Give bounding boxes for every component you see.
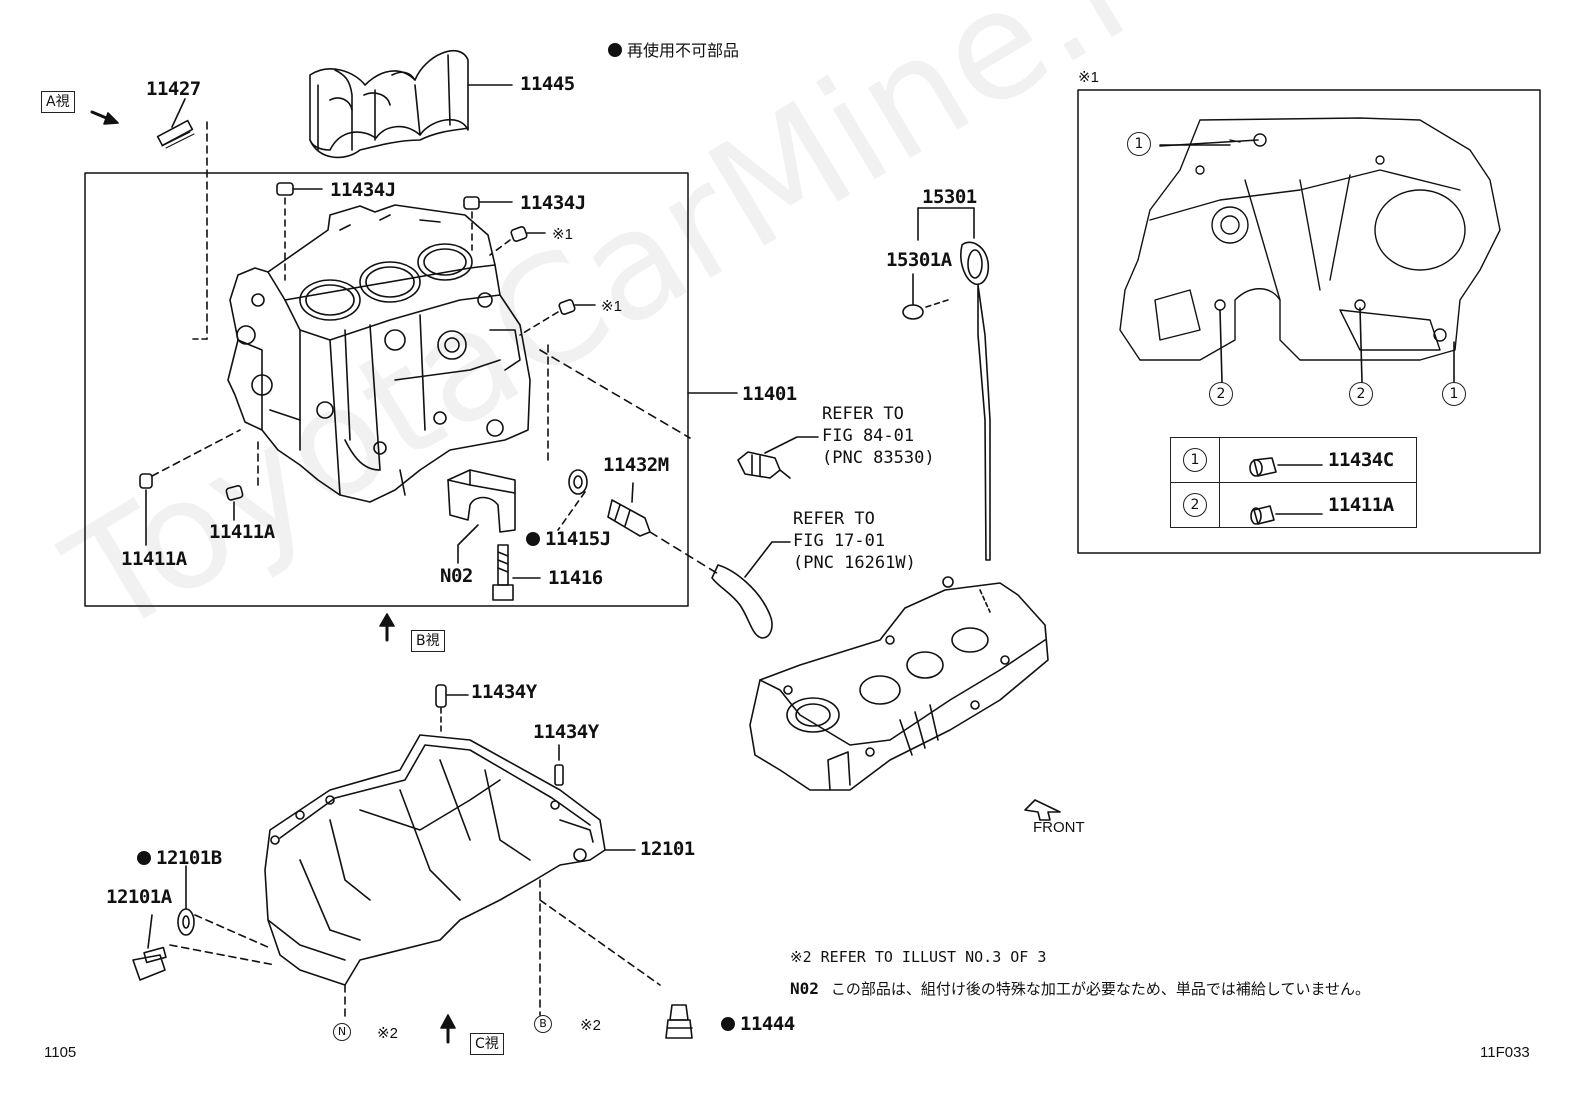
- label-11444[interactable]: 11444: [721, 1015, 795, 1034]
- inset-block-face: [1119, 117, 1501, 361]
- note-n02-key: N02: [790, 979, 819, 998]
- footer-left: 1105: [44, 1044, 77, 1061]
- label-11411a-right[interactable]: 11411A: [209, 521, 275, 543]
- table-key-1: 1: [1183, 448, 1207, 472]
- crankcase: [749, 576, 1049, 791]
- refer-fig-84-01[interactable]: REFER TO FIG 84-01 (PNC 83530): [822, 404, 935, 468]
- inset-parts-table: 1 11434C 2 11411A: [1170, 437, 1417, 528]
- note-n02-text: この部品は、組付け後の特殊な加工が必要なため、単品では補給していません。: [830, 980, 1371, 998]
- label-11401[interactable]: 11401: [742, 383, 797, 405]
- table-part-cell: 11434C: [1219, 437, 1417, 483]
- label-12101b[interactable]: 12101B: [137, 849, 222, 868]
- oil-pan-12101: [264, 734, 606, 986]
- stud-11427: [156, 119, 195, 149]
- table-key-cell: 2: [1170, 482, 1220, 528]
- bolt-11416: [492, 544, 514, 601]
- note1-pin-lower: ※1: [601, 298, 622, 315]
- label-11445[interactable]: 11445: [520, 73, 575, 95]
- bearing-cap-n02: [447, 469, 516, 533]
- inset-callout-1-right: 1: [1442, 382, 1466, 406]
- refer-fig-17-01[interactable]: REFER TO FIG 17-01 (PNC 16261W): [793, 509, 916, 573]
- label-12101a[interactable]: 12101A: [106, 886, 172, 908]
- label-n02[interactable]: N02: [440, 565, 473, 587]
- label-11434y-lower[interactable]: 11434Y: [533, 721, 599, 743]
- note2-b: ※2: [580, 1017, 601, 1034]
- view-c-box: C視: [470, 1033, 504, 1055]
- view-a-box: A視: [41, 91, 75, 113]
- non-reusable-dot-icon: [137, 851, 151, 865]
- label-12101[interactable]: 12101: [640, 838, 695, 860]
- label-11415j[interactable]: 11415J: [526, 530, 611, 549]
- callout-n: N: [333, 1023, 351, 1041]
- inset-callout-1-top: 1: [1127, 132, 1151, 156]
- non-reusable-dot-icon: [721, 1017, 735, 1031]
- callout-b: B: [534, 1015, 552, 1033]
- note1-pin-upper: ※1: [552, 226, 573, 243]
- label-11411a-left[interactable]: 11411A: [121, 548, 187, 570]
- table-key-cell: 1: [1170, 437, 1220, 483]
- table-row: 1 11434C: [1170, 437, 1417, 483]
- drain-plug-12101a: [132, 946, 167, 981]
- label-11427[interactable]: 11427: [146, 78, 201, 100]
- label-11434j-right[interactable]: 11434J: [520, 192, 586, 214]
- non-reusable-dot-icon: [526, 532, 540, 546]
- label-11434j-left[interactable]: 11434J: [330, 179, 396, 201]
- inset-callout-2-left: 2: [1209, 382, 1233, 406]
- table-part-cell: 11411A: [1219, 482, 1417, 528]
- note1-inset: ※1: [1078, 69, 1099, 86]
- label-15301[interactable]: 15301: [922, 186, 977, 208]
- label-12101b-text: 12101B: [156, 847, 222, 869]
- dipstick-15301: [960, 241, 991, 561]
- fitting-11432m: [607, 499, 651, 537]
- part-11445: [309, 49, 469, 159]
- table-part-11434c[interactable]: 11434C: [1328, 449, 1394, 471]
- front-label: FRONT: [1033, 819, 1085, 836]
- note-n02: N02 この部品は、組付け後の特殊な加工が必要なため、単品では補給していません。: [790, 981, 1370, 997]
- label-11415j-text: 11415J: [545, 528, 611, 550]
- note-refer-illust: ※2 REFER TO ILLUST NO.3 OF 3: [790, 948, 1047, 966]
- label-11416[interactable]: 11416: [548, 567, 603, 589]
- inset-callout-2-mid: 2: [1349, 382, 1373, 406]
- view-b-box: B視: [411, 630, 445, 652]
- cylinder-block-11401: [227, 204, 531, 503]
- hose: [711, 564, 773, 639]
- table-key-2: 2: [1183, 493, 1207, 517]
- legend-non-reusable: 再使用不可部品: [608, 43, 739, 59]
- plug-11444: [665, 1004, 693, 1039]
- footer-right: 11F033: [1480, 1044, 1530, 1061]
- non-reusable-dot-icon: [608, 43, 622, 57]
- table-part-11411a[interactable]: 11411A: [1328, 494, 1394, 516]
- note2-n: ※2: [377, 1025, 398, 1042]
- label-11444-text: 11444: [740, 1013, 795, 1035]
- table-row: 2 11411A: [1170, 482, 1417, 528]
- sensor-part: [737, 451, 791, 479]
- legend-text: 再使用不可部品: [627, 41, 740, 60]
- label-15301a[interactable]: 15301A: [886, 249, 952, 271]
- label-11432m[interactable]: 11432M: [603, 454, 669, 476]
- label-11434y-upper[interactable]: 11434Y: [471, 681, 537, 703]
